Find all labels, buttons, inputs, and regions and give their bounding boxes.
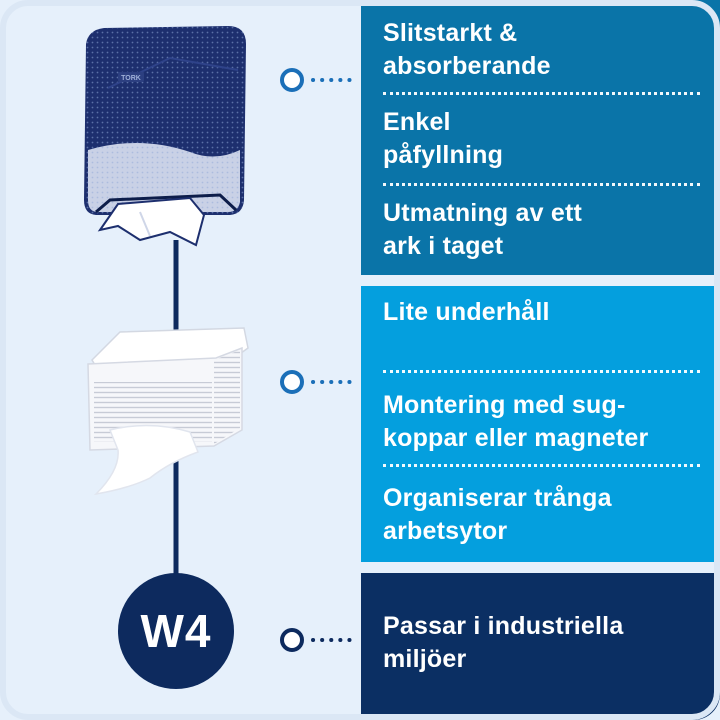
- feature-text-line: ark i taget: [383, 232, 504, 260]
- feature-panel-top: Slitstarkt & absorberande Enkel påfyllni…: [361, 0, 720, 275]
- feature-text-line: Organiserar trånga: [383, 484, 612, 512]
- feature-item: Organiserar trånga arbetsytor: [383, 482, 704, 548]
- feature-item: Slitstarkt & absorberande: [383, 17, 704, 83]
- divider: [383, 92, 700, 95]
- feature-text-line: Utmatning av ett: [383, 199, 583, 227]
- dispenser-icon: TORK: [84, 26, 246, 247]
- refill-pack-icon: [87, 327, 249, 496]
- feature-text-line: arbetsytor: [383, 517, 508, 545]
- divider: [383, 183, 700, 186]
- feature-item: Passar i industriella miljöer: [383, 610, 704, 676]
- feature-text-line: Enkel: [383, 108, 451, 136]
- divider: [383, 370, 700, 373]
- feature-text-line: Lite underhåll: [383, 298, 550, 326]
- feature-text-line: Slitstarkt &: [383, 19, 518, 47]
- connector-bottom: [280, 628, 358, 652]
- divider: [383, 464, 700, 467]
- feature-item: Lite underhåll: [383, 296, 704, 329]
- feature-text-line: påfyllning: [383, 141, 504, 169]
- logo-text: TORK: [121, 75, 141, 82]
- feature-text-line: koppar eller magneter: [383, 424, 649, 452]
- feature-item: Enkel påfyllning: [383, 106, 704, 172]
- feature-text-line: Passar i industriella: [383, 612, 624, 640]
- connector-middle: [280, 370, 358, 394]
- feature-panel-bottom: Passar i industriella miljöer: [361, 573, 720, 720]
- connector-top: [280, 68, 358, 92]
- feature-panel-middle: Lite underhåll Montering med sug- koppar…: [361, 286, 720, 562]
- feature-item: Utmatning av ett ark i taget: [383, 197, 704, 263]
- feature-item: Montering med sug- koppar eller magneter: [383, 389, 704, 455]
- feature-text-line: miljöer: [383, 645, 467, 673]
- product-code-badge: W4: [118, 573, 234, 689]
- feature-text-line: absorberande: [383, 52, 551, 80]
- feature-text-line: Montering med sug-: [383, 391, 626, 419]
